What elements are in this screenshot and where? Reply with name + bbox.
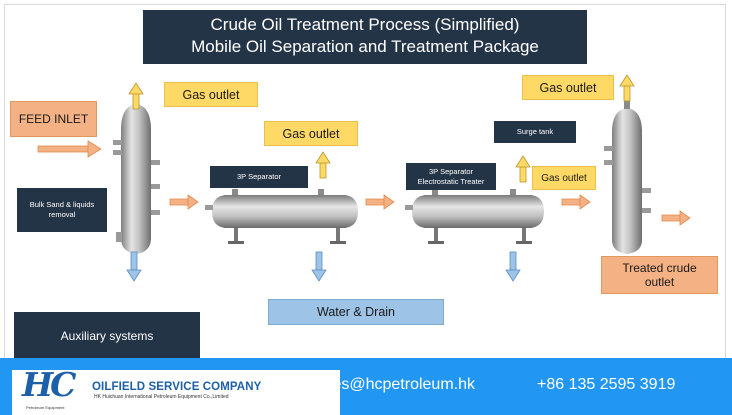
gas-outlet-label-4: Gas outlet (522, 75, 614, 100)
logo-subtitle: Petroleum Equipment (26, 405, 65, 410)
feed-arrow (37, 140, 102, 158)
treated-crude-label: Treated crude outlet (601, 256, 718, 294)
separator-2-line-1: 3P Separator (428, 166, 474, 176)
title-line-1: Crude Oil Treatment Process (Simplified) (210, 15, 520, 34)
gas-arrow-3 (515, 155, 531, 183)
vertical-vessel-1 (113, 97, 160, 254)
company-logo: HC (22, 365, 76, 404)
separator-2-line-2: Electrostatic Treater (417, 176, 485, 186)
contact-email[interactable]: sales@hcpetroleum.hk (312, 376, 475, 393)
surge-tank-label: Surge tank (494, 121, 576, 143)
drain-arrow-1 (126, 251, 142, 282)
separator-2-label: 3P Separator Electrostatic Treater (406, 163, 496, 190)
footer-logo-panel (12, 370, 340, 415)
gas-outlet-label-2: Gas outlet (264, 121, 358, 146)
feed-inlet-label: FEED INLET (10, 101, 97, 137)
auxiliary-systems-label: Auxiliary systems (14, 312, 200, 360)
horizontal-separator-1 (205, 189, 358, 244)
gas-outlet-label-3: Gas outlet (532, 166, 596, 190)
gas-arrow-4 (619, 74, 635, 102)
gas-arrow-2 (315, 151, 331, 179)
horizontal-separator-2 (405, 189, 544, 244)
company-name: OILFIELD SERVICE COMPANY (92, 381, 262, 393)
contact-phone[interactable]: +86 135 2595 3919 (537, 376, 676, 393)
title-line-2: Mobile Oil Separation and Treatment Pack… (191, 37, 539, 56)
separator-1-label: 3P Separator (210, 166, 308, 188)
flow-arrow-3 (561, 194, 591, 210)
gas-outlet-label-1: Gas outlet (164, 82, 258, 107)
vertical-vessel-surge (604, 101, 651, 254)
bulk-sand-label: Bulk Sand & liquids removal (17, 188, 107, 232)
company-legal-name: HK Huichuan International Petroleum Equi… (94, 394, 229, 400)
gas-arrow-1 (128, 82, 144, 110)
flow-arrow-4 (661, 210, 691, 226)
flow-arrow-2 (365, 194, 395, 210)
title-box: Crude Oil Treatment Process (Simplified)… (143, 10, 587, 64)
flow-arrow-1 (169, 194, 199, 210)
drain-arrow-3 (505, 251, 521, 282)
water-drain-label: Water & Drain (268, 299, 444, 325)
drain-arrow-2 (311, 251, 327, 282)
